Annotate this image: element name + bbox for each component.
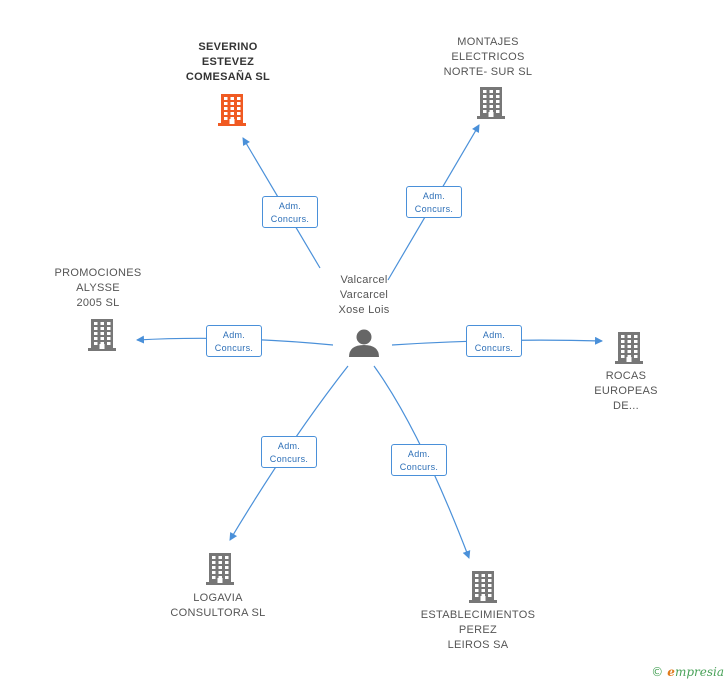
building-icon xyxy=(88,319,116,351)
company-node-severino[interactable] xyxy=(217,93,247,132)
copyright-symbol: © xyxy=(651,665,664,679)
building-icon xyxy=(477,87,505,119)
brand-logo: ©empresia xyxy=(651,665,724,679)
company-label-establecimientos[interactable]: ESTABLECIMIENTOS PEREZ LEIROS SA xyxy=(420,609,536,651)
brand-initial: e xyxy=(667,665,675,679)
company-node-establecimientos[interactable] xyxy=(468,570,498,609)
company-label-promociones[interactable]: PROMOCIONES ALYSSE 2005 SL xyxy=(54,267,142,309)
company-node-promociones[interactable] xyxy=(87,318,117,357)
company-label-rocas[interactable]: ROCAS EUROPEAS DE... xyxy=(594,370,658,412)
company-label-logavia[interactable]: LOGAVIA CONSULTORA SL xyxy=(170,592,266,619)
building-icon xyxy=(469,571,497,603)
company-node-logavia[interactable] xyxy=(205,552,235,591)
building-icon xyxy=(206,553,234,585)
relation-label-promociones: Adm. Concurs. xyxy=(206,325,262,357)
company-label-severino[interactable]: SEVERINO ESTEVEZ COMESAÑA SL xyxy=(185,41,271,83)
relation-label-severino: Adm. Concurs. xyxy=(262,196,318,228)
brand-name: mpresia xyxy=(674,665,724,679)
building-icon xyxy=(615,332,643,364)
company-node-montajes[interactable] xyxy=(476,86,506,125)
relation-label-montajes: Adm. Concurs. xyxy=(406,186,462,218)
relation-label-logavia: Adm. Concurs. xyxy=(261,436,317,468)
relation-label-rocas: Adm. Concurs. xyxy=(466,325,522,357)
company-label-montajes[interactable]: MONTAJES ELECTRICOS NORTE- SUR SL xyxy=(443,36,533,78)
person-name-label: Valcarcel Varcarcel Xose Lois xyxy=(338,274,390,316)
relation-label-establecimientos: Adm. Concurs. xyxy=(391,444,447,476)
person-icon xyxy=(349,329,379,357)
building-icon xyxy=(218,94,246,126)
company-node-rocas[interactable] xyxy=(614,331,644,370)
